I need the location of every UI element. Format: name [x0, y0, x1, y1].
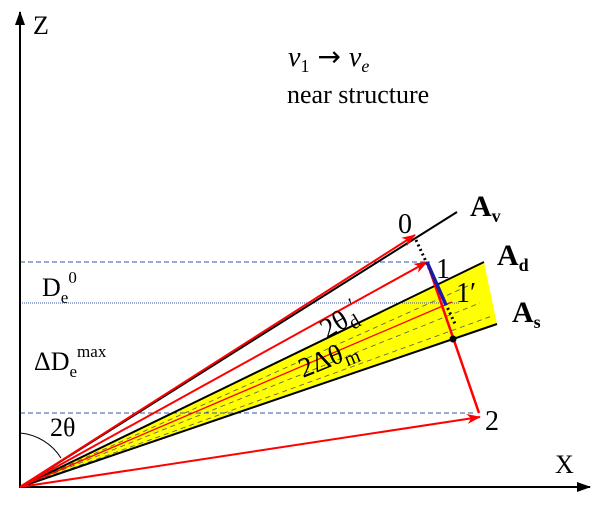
header-subtitle: near structure: [287, 80, 429, 109]
de0-label: De0: [42, 268, 77, 307]
band-dashed-line: [19, 284, 471, 488]
two-theta-label: 2θ: [50, 413, 75, 442]
delta-de-max-label: ΔDemax: [34, 342, 107, 381]
ad-line: [19, 261, 485, 488]
dotted-segment-0-to-1p: [414, 239, 458, 327]
ray-to-1-prime: [19, 301, 453, 488]
yellow-band: [20, 262, 497, 487]
band-dashed-line: [19, 315, 493, 488]
ray-to-1: [19, 261, 428, 488]
intersection-dot: [449, 335, 457, 343]
as-label: As: [512, 296, 541, 332]
two-theta-arc: [19, 432, 62, 459]
as-line: [19, 323, 498, 488]
ad-label: Ad: [497, 239, 529, 275]
z-axis-label: Z: [33, 11, 49, 40]
point-0-label: 0: [398, 209, 412, 240]
point-1-label: 1: [436, 254, 450, 285]
band-dashed-line: [19, 302, 481, 488]
x-axis-label: X: [555, 450, 574, 479]
ray-to-0: [19, 234, 416, 488]
ray-to-2: [19, 414, 481, 488]
point-1p-label: 1′: [456, 278, 476, 309]
header-transition: ν1→νe: [288, 40, 369, 76]
av-label: Av: [470, 190, 501, 226]
blue-segment-1-to-1p: [425, 261, 448, 306]
point-2-label: 2: [485, 406, 499, 437]
